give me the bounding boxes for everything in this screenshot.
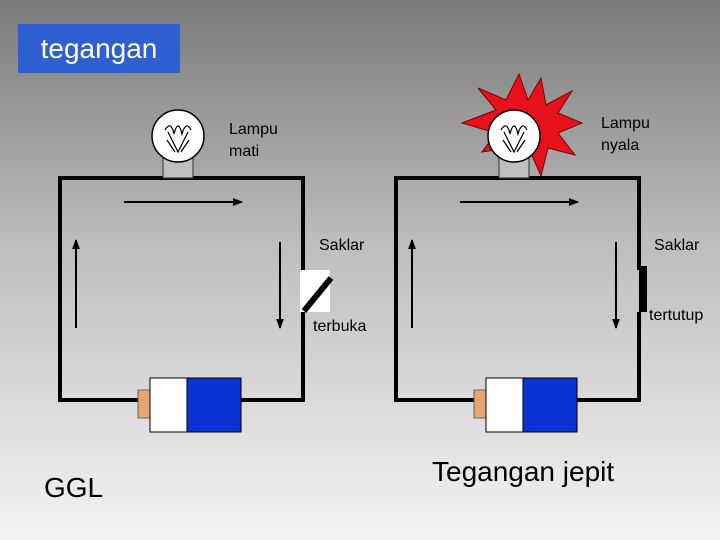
left-switch-label: Saklar (319, 237, 365, 254)
left-lamp (151, 109, 205, 179)
right-circuit (394, 72, 647, 433)
right-battery (473, 377, 578, 433)
left-lamp-filament (164, 125, 192, 154)
right-switch-state-label: tertutup (649, 307, 704, 324)
title-text: tegangan (40, 33, 158, 64)
left-circuit (58, 109, 334, 433)
right-battery-white (485, 377, 524, 433)
right-switch-lever (639, 266, 647, 312)
title-box: tegangan (18, 24, 180, 73)
left-circuit-wire (58, 176, 305, 402)
left-switch-lever (301, 276, 334, 313)
right-battery-blue (522, 377, 578, 433)
right-lamp-filament (500, 125, 528, 154)
right-circuit-wire (394, 176, 641, 402)
left-battery (137, 377, 242, 433)
left-switch-state-label: terbuka (313, 318, 367, 335)
left-battery-white (149, 377, 188, 433)
left-lamp-label: Lampu mati (229, 121, 278, 160)
right-battery-tip (473, 389, 488, 419)
right-lamp (487, 109, 541, 179)
left-battery-tip (137, 389, 152, 419)
tegangan-jepit-label: Tegangan jepit (432, 456, 615, 487)
right-lamp-bulb (487, 109, 541, 163)
left-battery-blue (186, 377, 242, 433)
left-lamp-bulb (151, 109, 205, 163)
right-switch-label: Saklar (654, 237, 700, 254)
right-lamp-label: Lampu nyala (601, 115, 650, 154)
left-switch-slot (300, 270, 330, 312)
ggl-label: GGL (44, 472, 104, 503)
